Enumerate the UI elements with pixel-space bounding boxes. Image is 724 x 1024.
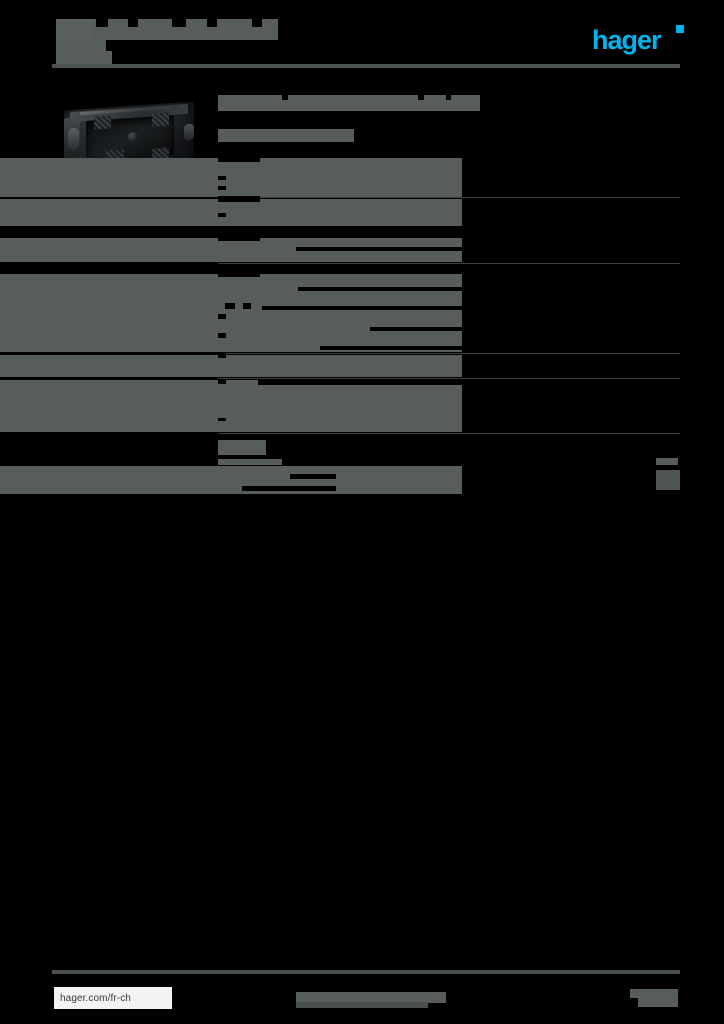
title-kern-gap [207, 19, 217, 27]
table-row-label [218, 236, 260, 241]
footer-url-box[interactable]: hager.com/fr-ch [54, 987, 172, 1009]
section-heading-gap [282, 95, 288, 100]
footer-page-number [630, 989, 678, 998]
table-row-label [218, 333, 226, 338]
table-row-label [218, 196, 260, 202]
title-kern-gap [252, 19, 262, 27]
sub-section-row-label [218, 459, 282, 465]
section-heading [218, 95, 480, 111]
table-row-separator [218, 213, 226, 217]
page-title [56, 19, 278, 40]
page-subtitle-bar [56, 51, 112, 67]
title-kern-gap [172, 19, 186, 27]
sub-section-row-leader [242, 486, 336, 491]
hager-logo: hager [592, 25, 662, 55]
table-row-label [218, 314, 226, 319]
title-kern-gap [96, 19, 108, 27]
table-row-divider [218, 353, 680, 354]
title-kern-gap [128, 19, 138, 27]
footer-center-text [296, 992, 446, 1003]
page-header: hager [0, 0, 724, 80]
table-row-separator [218, 186, 226, 190]
page-title-emphasis [56, 19, 92, 40]
table-gap [218, 264, 680, 274]
hager-logo-dot-icon [676, 25, 684, 33]
table-row-leader [258, 380, 680, 385]
table-row-leader [370, 327, 660, 331]
footer-url-link[interactable]: hager.com/fr-ch [60, 992, 131, 1004]
table-row-separator [218, 176, 226, 180]
table-row [0, 316, 462, 334]
table-row-label [218, 271, 260, 277]
table-row-label [218, 353, 226, 358]
table-row-leader [296, 247, 594, 251]
section-heading-gap [446, 95, 451, 100]
table-row-divider [218, 433, 680, 434]
table-row-leader [262, 306, 666, 310]
sub-section-heading [218, 440, 266, 455]
footer-center-text-second-line [296, 1002, 428, 1008]
sub-section-row [0, 466, 462, 494]
sub-section-row-value [656, 470, 680, 490]
section-heading-gap [418, 95, 424, 100]
table-gap [218, 434, 680, 440]
sub-section-row-leader [290, 474, 336, 479]
header-divider [52, 64, 680, 68]
table-row [0, 355, 462, 377]
table-row [0, 421, 462, 432]
table-row-label [218, 418, 226, 423]
table-row-label [225, 303, 235, 309]
table-row-divider [218, 378, 680, 379]
table-gap [218, 226, 680, 238]
sub-section-row-value [656, 458, 678, 465]
table-row [0, 199, 462, 226]
table-row-marker [243, 303, 251, 309]
table-row-label [218, 155, 260, 162]
table-row [0, 399, 462, 421]
table-row-leader [298, 287, 668, 291]
table-row-divider [218, 263, 680, 264]
table-row-divider [218, 197, 680, 198]
table-row [0, 158, 462, 197]
table-row-label [218, 379, 226, 384]
footer-divider [52, 970, 680, 974]
footer-page-number-second-line [638, 998, 678, 1007]
section-subheading [218, 129, 354, 142]
table-row-leader [320, 346, 666, 350]
